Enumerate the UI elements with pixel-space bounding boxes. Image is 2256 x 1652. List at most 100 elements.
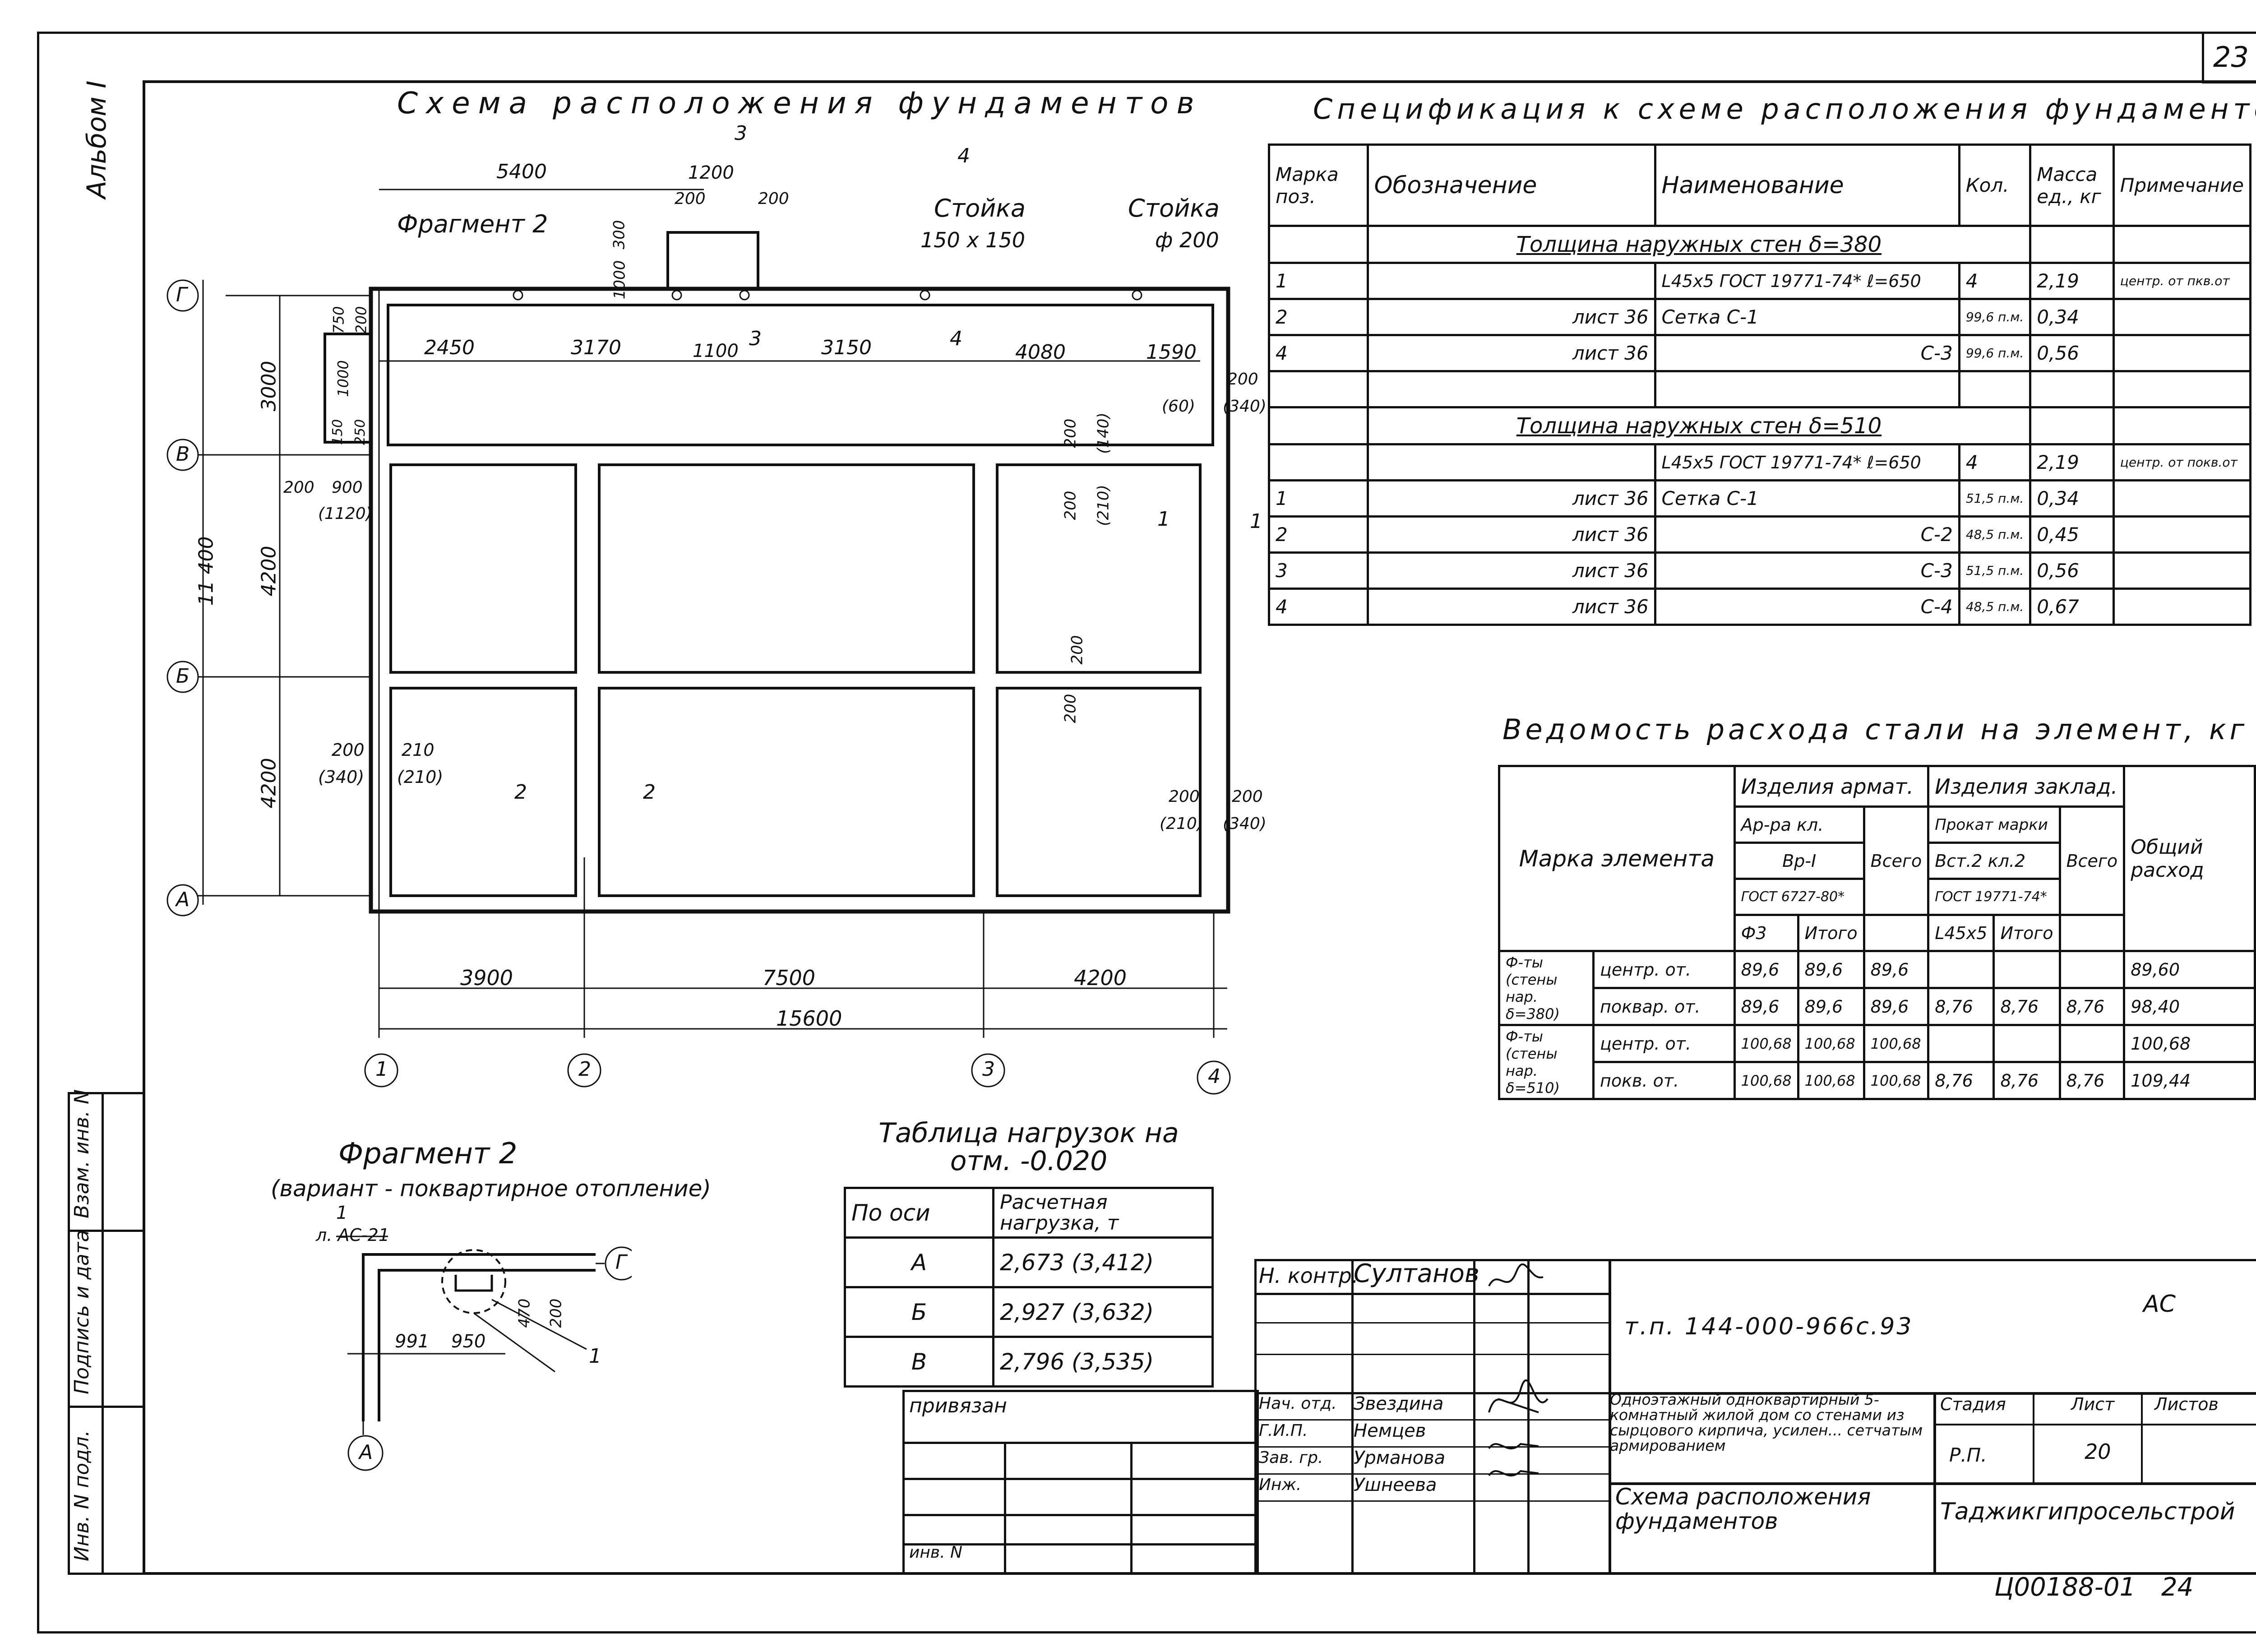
stamp-inv: инв. N bbox=[909, 1543, 962, 1562]
room-2 bbox=[598, 463, 975, 674]
loads-h-axis: По оси bbox=[844, 1187, 994, 1239]
axis-4: 4 bbox=[1208, 1065, 1220, 1088]
dim-r-210b: (210) bbox=[1160, 814, 1203, 833]
steel-h-arm: Изделия армат. bbox=[1733, 765, 1930, 808]
dim-bottom-15600: 15600 bbox=[776, 1006, 842, 1031]
dim-r-340b: (340) bbox=[1223, 814, 1267, 833]
dim-ls-340: (340) bbox=[318, 767, 365, 787]
stamp-nkontr-name: Султанов bbox=[1354, 1259, 1479, 1288]
fragment-dim-200: 200 bbox=[547, 1298, 565, 1328]
steel-title: Ведомость расхода стали на элемент, кг bbox=[1502, 713, 2248, 746]
fragment-mark2: 1 bbox=[589, 1345, 601, 1368]
room-6 bbox=[996, 687, 1202, 897]
steel-group-510: Ф-ты (стены нар. δ=510) bbox=[1498, 1024, 1595, 1100]
dim-r-60: (60) bbox=[1162, 397, 1195, 416]
steel-h-gost2: ГОСТ 19771-74* bbox=[1927, 878, 2061, 916]
axis-2: 2 bbox=[578, 1058, 591, 1081]
dim-200b: 200 bbox=[758, 190, 789, 208]
foundation-plan bbox=[166, 189, 1231, 1095]
spec-h-qty: Кол. bbox=[1958, 143, 2032, 227]
steel-group-380: Ф-ты (стены нар. δ=380) bbox=[1498, 950, 1595, 1026]
fragment-subtitle: (вариант - поквартирное отопление) bbox=[271, 1175, 711, 1202]
stand2-label: Стойка bbox=[1128, 194, 1220, 222]
dim-bottom-4200: 4200 bbox=[1074, 966, 1127, 990]
axis-a: А bbox=[176, 888, 190, 911]
axis-g: Г bbox=[176, 283, 187, 306]
fragment-mark: 1 bbox=[336, 1203, 348, 1223]
fragment-drawing bbox=[336, 1236, 632, 1471]
dim-ls-210b: (210) bbox=[397, 767, 444, 787]
section-mark-1b: 1 bbox=[1250, 510, 1262, 533]
dim-inner-3170: 3170 bbox=[571, 336, 621, 359]
inner-frame bbox=[143, 80, 2256, 1575]
stand1-label: Стойка bbox=[934, 194, 1026, 222]
plan-outline-outer bbox=[369, 287, 1230, 914]
dim-r-200f: 200 bbox=[1169, 787, 1200, 806]
steel-row: Ф-ты (стены нар. δ=510) центр. от.100,68… bbox=[1498, 1024, 2256, 1100]
stamp-sheet: 20 bbox=[2085, 1439, 2111, 1464]
dim-200a: 200 bbox=[675, 190, 706, 208]
spec-h-note: Примечание bbox=[2112, 143, 2252, 227]
section-mark-4: 4 bbox=[950, 327, 962, 350]
stamp-left-block bbox=[902, 1390, 1259, 1573]
stamp-main bbox=[1254, 1259, 2256, 1573]
steel-h-bp: Вр-I bbox=[1733, 842, 1865, 880]
spec-h-mark: Марка поз. bbox=[1268, 143, 1369, 227]
outer-frame bbox=[37, 32, 2256, 1633]
dim-r-340a: (340) bbox=[1223, 397, 1267, 416]
dim-r-200e: 200 bbox=[1061, 694, 1080, 723]
stamp-privyazan: привязан bbox=[909, 1394, 1007, 1417]
dim-inner-1590: 1590 bbox=[1146, 341, 1197, 364]
dim-ls-900: 900 bbox=[332, 478, 363, 497]
left-bracket bbox=[324, 333, 371, 444]
stamp-archive: Ц00188-01 bbox=[1994, 1573, 2136, 1602]
stamp-role-2: Зав. гр. bbox=[1259, 1448, 1323, 1467]
dim-inner-1100: 1100 bbox=[693, 341, 739, 361]
axis-v: В bbox=[176, 443, 190, 466]
dim-ls-1120: (1120) bbox=[318, 504, 372, 523]
stamp-stage-header: Стадия bbox=[1940, 1394, 2006, 1414]
stamp-name-0: Звездина bbox=[1354, 1393, 1444, 1414]
dim-r-200d: 200 bbox=[1068, 635, 1086, 665]
fragment-dim-470: 470 bbox=[515, 1298, 534, 1328]
section-mark-1a: 1 bbox=[1157, 508, 1170, 531]
steel-h-itogo2: Итого bbox=[1992, 914, 2061, 952]
stamp-archive-page: 24 bbox=[2161, 1573, 2194, 1602]
steel-table: Марка элемента Изделия армат. Изделия за… bbox=[1498, 765, 2256, 1100]
stamp-role-3: Инж. bbox=[1259, 1476, 1302, 1494]
axis-b: Б bbox=[176, 665, 190, 688]
section-mark-2a: 2 bbox=[514, 781, 527, 804]
spec-section-380: Толщина наружных стен δ=380 bbox=[1366, 225, 2032, 264]
spec-h-mass: Масса ед., кг bbox=[2029, 143, 2115, 227]
stamp-sheet-title: Схема расположения фундаментов bbox=[1615, 1484, 1871, 1534]
section-mark-2b: 2 bbox=[643, 781, 656, 804]
stamp-ac: АС bbox=[2143, 1291, 2176, 1318]
room-1 bbox=[389, 463, 577, 674]
spec-section-510: Толщина наружных стен δ=510 bbox=[1366, 406, 2032, 445]
stamp-nkontr-role: Н. контр. bbox=[1259, 1263, 1359, 1288]
dim-ls-200b: 200 bbox=[332, 740, 365, 760]
stamp-name-3: Ушнеева bbox=[1354, 1475, 1437, 1495]
spec-table: Марка поз. Обозначение Наименование Кол.… bbox=[1268, 143, 2252, 626]
page-number-box bbox=[2202, 32, 2256, 83]
fragment-dim-991: 991 bbox=[395, 1331, 430, 1352]
loads-title: Таблица нагрузок на отм. -0.020 bbox=[878, 1117, 1179, 1177]
dim-r-200b: 200 bbox=[1061, 418, 1080, 448]
stand1-size: 150 x 150 bbox=[920, 228, 1026, 252]
section-mark-4-top: 4 bbox=[957, 144, 970, 167]
steel-h-gost1: ГОСТ 6727-80* bbox=[1733, 878, 1865, 916]
loads-h-load: Расчетная нагрузка, т bbox=[992, 1187, 1214, 1239]
stamp-role-1: Г.И.П. bbox=[1259, 1421, 1308, 1440]
steel-h-general: Общий расход bbox=[2123, 765, 2256, 952]
dim-inner-2450: 2450 bbox=[424, 336, 475, 359]
